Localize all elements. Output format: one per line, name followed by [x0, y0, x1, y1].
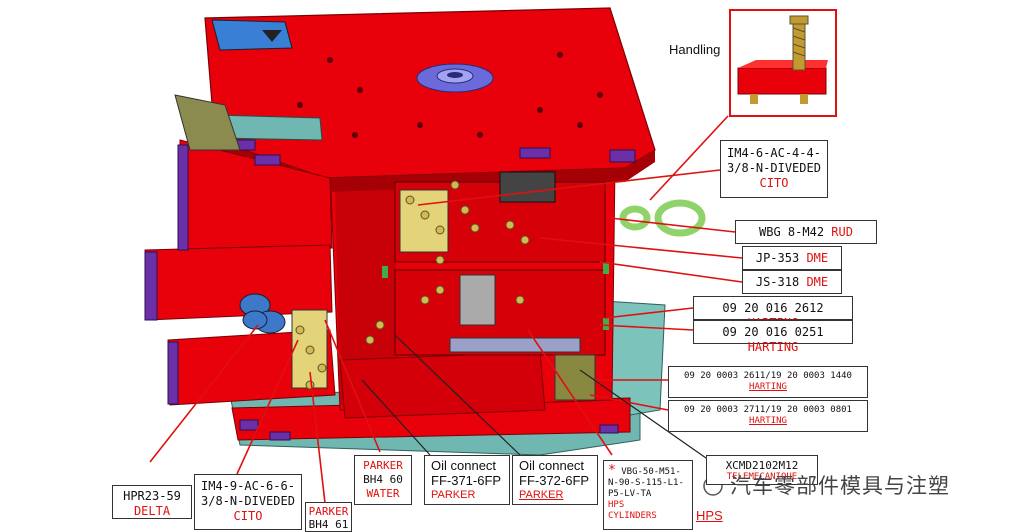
callout-oil-372-brand: PARKER [519, 489, 564, 501]
top-plate-bolts [297, 52, 603, 138]
callout-dme-js-brand: DME [806, 275, 829, 289]
mold-body-shadow [335, 178, 398, 405]
callout-cito-lower-line1: IM4-9-AC-6-6- [201, 479, 295, 493]
callout-telemecanique: XCMD2102M12 TELEMECANIQUE [706, 455, 818, 485]
callout-parker-bh460-part: BH4 60 [363, 473, 403, 486]
watermark-text: 汽车零部件模具与注塑 [730, 474, 950, 498]
callout-parker-bh461-part: BH4 61 [308, 518, 349, 531]
hydraulic-cylinder [449, 337, 581, 353]
callout-hps-cylinder-line2: N-90-S-115-L1- [608, 478, 684, 488]
callout-oil-372-title: Oil connect [519, 458, 585, 473]
callout-cito-upper: IM4-6-AC-4-4- 3/8-N-DIVEDED CITO [720, 140, 828, 198]
left-plate-middle [144, 244, 333, 321]
callout-harting-1440: 09 20 0003 2611/19 20 0003 1440 HARTING [668, 366, 868, 398]
harting-connector-top [499, 171, 556, 203]
callout-dme-js: JS-318 DME [742, 270, 842, 294]
callout-hps-cylinder-star: * [608, 463, 616, 478]
callout-parker-bh461: PARKER BH4 61 [305, 502, 352, 532]
handling-inset [729, 9, 837, 117]
callout-delta: HPR23-59 DELTA [112, 485, 192, 519]
callout-harting-0801-brand: HARTING [749, 416, 787, 426]
callout-dme-jp-brand: DME [806, 251, 829, 265]
cooling-fittings [295, 180, 530, 390]
callout-oil-372: Oil connect FF-372-6FP PARKER [512, 455, 598, 505]
callout-harting-0251: 09 20 016 0251 HARTING [693, 320, 853, 354]
callout-cito-lower: IM4-9-AC-6-6- 3/8-N-DIVEDED CITO [194, 474, 302, 530]
callout-harting-0251-part: 09 20 016 0251 [722, 325, 824, 339]
callout-hps: HPS [696, 508, 723, 523]
callout-cito-upper-line2: 3/8-N-DIVEDED [727, 161, 821, 175]
callout-harting-2612-part: 09 20 016 2612 [722, 301, 824, 315]
callout-rud: WBG 8-M42 RUD [735, 220, 877, 244]
callout-cito-upper-line1: IM4-6-AC-4-4- [727, 146, 821, 160]
callout-oil-371-part: FF-371-6FP [431, 473, 502, 488]
callout-dme-js-part: JS-318 [755, 275, 800, 289]
callout-harting-0801-part: 09 20 0003 2711/19 20 0003 0801 [684, 405, 852, 415]
top-left-clamp [211, 19, 293, 51]
handling-label: Handling [669, 42, 721, 57]
callout-dme-jp: JP-353 DME [742, 246, 842, 270]
callout-telemecanique-brand: TELEMECANIQUE [726, 472, 798, 482]
callout-hps-cylinder-line3: P5-LV-TA [608, 489, 652, 499]
callout-hps-cylinder-note: CYLINDERS [608, 511, 657, 521]
callout-delta-part: HPR23-59 [123, 489, 181, 503]
callout-rud-brand: RUD [831, 225, 853, 239]
callout-parker-bh461-brand: PARKER [308, 505, 349, 518]
right-manifold [554, 354, 596, 401]
purple-plate-edges [144, 119, 636, 441]
callout-telemecanique-part: XCMD2102M12 [725, 459, 799, 472]
green-sensors [382, 262, 609, 330]
callout-harting-0801: 09 20 0003 2711/19 20 0003 0801 HARTING [668, 400, 868, 432]
left-blue-cylinders [239, 293, 286, 334]
left-lower-block [339, 351, 546, 419]
callout-harting-2612: 09 20 016 2612 HARTING [693, 296, 853, 330]
callout-rud-part: WBG 8-M42 [759, 225, 825, 239]
callout-oil-371-brand: PARKER [431, 489, 476, 501]
callout-hps-cylinder-brand: HPS [608, 500, 625, 510]
callout-oil-371-title: Oil connect [431, 458, 497, 473]
callout-oil-371: Oil connect FF-371-6FP PARKER [424, 455, 510, 505]
lifting-eye-bolt [619, 199, 706, 237]
callout-cito-lower-brand: CITO [233, 509, 263, 523]
callout-parker-bh460-note: WATER [366, 487, 400, 500]
callout-hps-cylinder: * VBG-50-M51- N-90-S-115-L1- P5-LV-TA HP… [603, 460, 693, 530]
leader-lines [149, 115, 743, 504]
callout-cito-lower-line2: 3/8-N-DIVEDED [201, 494, 295, 508]
callout-oil-372-part: FF-372-6FP [519, 473, 590, 488]
callout-hps-cylinder-line1: VBG-50-M51- [621, 467, 681, 477]
callout-delta-brand: DELTA [133, 504, 171, 518]
callout-parker-bh460-brand: PARKER [363, 459, 403, 472]
left-mechanism [174, 94, 241, 151]
lower-insert [459, 274, 496, 326]
callout-dme-jp-part: JP-353 [755, 251, 800, 265]
callout-cito-upper-brand: CITO [759, 176, 789, 190]
callout-parker-bh460: PARKER BH4 60 WATER [354, 455, 412, 505]
callout-harting-1440-part: 09 20 0003 2611/19 20 0003 1440 [684, 371, 852, 381]
callout-harting-0251-brand: HARTING [747, 340, 799, 354]
leader-lines-dark [361, 334, 707, 459]
callout-harting-1440-brand: HARTING [749, 382, 787, 392]
